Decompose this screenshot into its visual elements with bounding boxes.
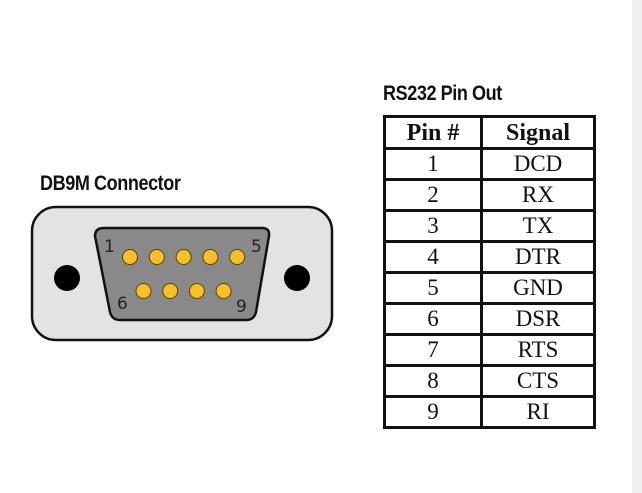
connector-title: DB9M Connector [40, 172, 181, 195]
pin-number-cell: 3 [383, 209, 483, 243]
pin-label-5: 5 [251, 237, 262, 257]
scrollbar-track[interactable] [632, 0, 642, 493]
signal-name-cell: CTS [480, 364, 596, 398]
signal-name-cell: RI [480, 395, 596, 429]
pin-number-cell: 6 [383, 302, 483, 336]
pinout-table-title: RS232 Pin Out [383, 82, 502, 105]
signal-name-cell: DTR [480, 240, 596, 274]
pin-number-cell: 9 [383, 395, 483, 429]
pin-label-1: 1 [104, 237, 115, 257]
connector-pin [215, 283, 232, 299]
connector-pin [188, 283, 205, 299]
pin-label-6: 6 [117, 294, 128, 314]
pin-number-cell: 2 [383, 178, 483, 212]
pin-number-cell: 5 [383, 271, 483, 305]
pinout-header-row: Pin # Signal [383, 115, 596, 150]
header-signal: Signal [480, 115, 596, 150]
pin-row-bottom [135, 283, 232, 299]
connector-pin [202, 249, 219, 265]
connector-pin [175, 249, 192, 265]
connector-pin [229, 249, 246, 265]
pin-label-9: 9 [236, 297, 247, 317]
signal-name-cell: RTS [480, 333, 596, 367]
db9-connector-diagram: 1 5 6 9 [30, 205, 334, 342]
connector-pin [135, 283, 152, 299]
mount-hole-right [284, 265, 310, 291]
pin-number-cell: 7 [383, 333, 483, 367]
pin-row-top [122, 249, 246, 265]
signal-name-cell: DSR [480, 302, 596, 336]
header-pin: Pin # [383, 115, 483, 150]
connector-pin [162, 283, 179, 299]
pin-number-cell: 4 [383, 240, 483, 274]
pin-number-cell: 8 [383, 364, 483, 398]
signal-name-cell: TX [480, 209, 596, 243]
mount-hole-left [54, 265, 80, 291]
signal-name-cell: DCD [480, 147, 596, 181]
signal-name-cell: RX [480, 178, 596, 212]
pin-number-cell: 1 [383, 147, 483, 181]
signal-name-cell: GND [480, 271, 596, 305]
connector-pin [122, 249, 138, 265]
connector-pin [148, 249, 165, 265]
